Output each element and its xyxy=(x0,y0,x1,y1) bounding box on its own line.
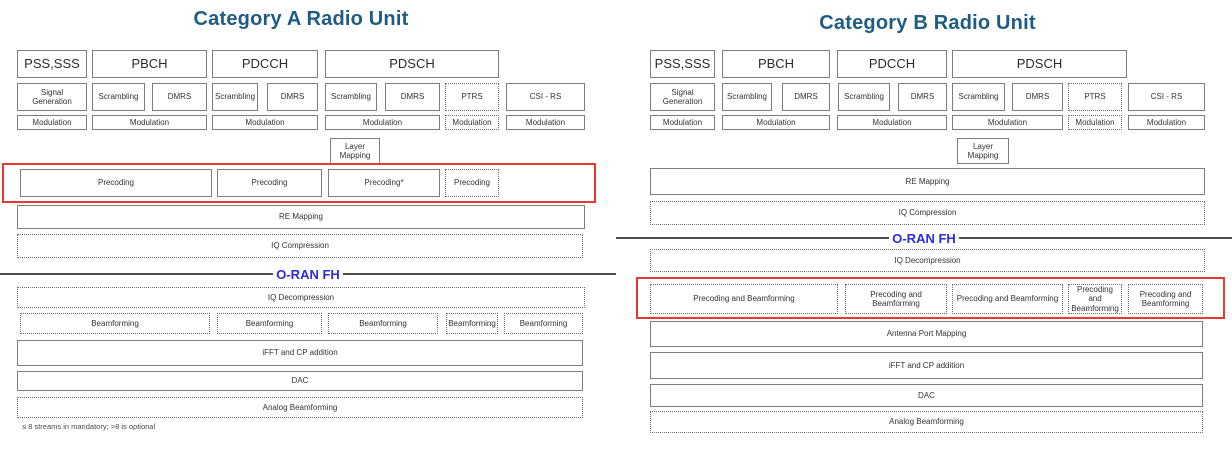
b-block-re-mapping: RE Mapping xyxy=(650,168,1205,195)
a-block-layer-mapping: Layer Mapping xyxy=(330,138,380,164)
b-block-precoding-beamforming-5: Precoding and Beamforming xyxy=(1128,284,1203,314)
a-block-beamforming-5: Beamforming xyxy=(504,313,583,334)
b-block-analog-beamforming: Analog Beamforming xyxy=(650,411,1203,433)
a-block-analog-beamforming: Analog Beamforming xyxy=(17,397,583,418)
b-oran-fh-label: O-RAN FH xyxy=(892,230,956,246)
a-channel-pdcch: PDCCH xyxy=(212,50,318,78)
b-block-scrambling-pbch: Scrambling xyxy=(722,83,772,111)
b-block-iq-decompression: IQ Decompression xyxy=(650,249,1205,272)
a-block-beamforming-1: Beamforming xyxy=(20,313,210,334)
a-block-precoding-2: Precoding xyxy=(217,169,322,197)
diagram-a-title: Category A Radio Unit xyxy=(193,8,409,30)
b-block-modulation-3: Modulation xyxy=(837,115,947,130)
b-block-ifft-cp: iFFT and CP addition xyxy=(650,352,1203,379)
a-precoding-highlight-box xyxy=(2,163,596,203)
a-block-iq-decompression: IQ Decompression xyxy=(17,287,585,308)
a-block-csi-rs: CSI - RS xyxy=(506,83,585,111)
a-block-dmrs-pdcch: DMRS xyxy=(267,83,318,111)
b-block-signal-generation: Signal Generation xyxy=(650,83,715,111)
b-precoding-beamforming-highlight-box xyxy=(636,277,1225,319)
a-block-precoding-3: Precoding* xyxy=(328,169,440,197)
b-channel-pdcch: PDCCH xyxy=(837,50,947,78)
a-footnote: ≤ 8 streams in mandatory; >8 is optional xyxy=(22,422,156,431)
b-block-modulation-1: Modulation xyxy=(650,115,715,130)
b-block-scrambling-pdsch: Scrambling xyxy=(952,83,1005,111)
a-block-ifft-cp: iFFT and CP addition xyxy=(17,340,583,366)
b-block-ptrs: PTRS xyxy=(1068,83,1122,111)
b-block-csi-rs: CSI - RS xyxy=(1128,83,1205,111)
a-block-scrambling-pdsch: Scrambling xyxy=(325,83,377,111)
a-block-beamforming-2: Beamforming xyxy=(217,313,322,334)
b-block-precoding-beamforming-1: Precoding and Beamforming xyxy=(650,284,838,314)
b-block-dmrs-pbch: DMRS xyxy=(782,83,830,111)
a-block-modulation-3: Modulation xyxy=(212,115,318,130)
b-block-antenna-port-mapping: Antenna Port Mapping xyxy=(650,321,1203,347)
a-block-beamforming-3: Beamforming xyxy=(328,313,438,334)
a-block-ptrs: PTRS xyxy=(445,83,499,111)
a-oran-fh-divider: O-RAN FH xyxy=(0,266,617,282)
a-block-iq-compression: IQ Compression xyxy=(17,234,583,258)
b-block-modulation-2: Modulation xyxy=(722,115,830,130)
b-block-modulation-4: Modulation xyxy=(952,115,1063,130)
b-block-dac: DAC xyxy=(650,384,1203,407)
a-block-modulation-2: Modulation xyxy=(92,115,207,130)
b-oran-fh-line-right xyxy=(958,237,1232,239)
b-block-precoding-beamforming-4: Precoding and Beamforming xyxy=(1068,284,1122,314)
b-channel-pbch: PBCH xyxy=(722,50,830,78)
b-channel-pdsch: PDSCH xyxy=(952,50,1127,78)
a-channel-pbch: PBCH xyxy=(92,50,207,78)
b-block-dmrs-pdcch: DMRS xyxy=(898,83,947,111)
diagram-b-title: Category B Radio Unit xyxy=(819,12,1036,34)
a-block-modulation-ptrs: Modulation xyxy=(445,115,499,130)
b-block-precoding-beamforming-2: Precoding and Beamforming xyxy=(845,284,947,314)
b-block-scrambling-pdcch: Scrambling xyxy=(838,83,890,111)
a-block-scrambling-pbch: Scrambling xyxy=(92,83,145,111)
b-block-layer-mapping: Layer Mapping xyxy=(957,138,1009,164)
a-block-precoding-4: Precoding xyxy=(445,169,499,197)
a-block-dmrs-pbch: DMRS xyxy=(152,83,207,111)
a-channel-pss-sss: PSS,SSS xyxy=(17,50,87,78)
b-block-modulation-ptrs: Modulation xyxy=(1068,115,1122,130)
a-block-precoding-1: Precoding xyxy=(20,169,212,197)
b-channel-pss-sss: PSS,SSS xyxy=(650,50,715,78)
a-block-modulation-csi: Modulation xyxy=(506,115,585,130)
b-oran-fh-line-left xyxy=(616,237,890,239)
a-block-modulation-1: Modulation xyxy=(17,115,87,130)
a-oran-fh-line-left xyxy=(0,273,274,275)
b-oran-fh-divider: O-RAN FH xyxy=(616,230,1232,246)
a-block-scrambling-pdcch: Scrambling xyxy=(212,83,258,111)
a-block-re-mapping: RE Mapping xyxy=(17,205,585,229)
a-block-dmrs-pdsch: DMRS xyxy=(385,83,440,111)
a-channel-pdsch: PDSCH xyxy=(325,50,499,78)
a-block-dac: DAC xyxy=(17,371,583,391)
b-block-precoding-beamforming-3: Precoding and Beamforming xyxy=(952,284,1063,314)
a-oran-fh-line-right xyxy=(342,273,617,275)
b-block-iq-compression: IQ Compression xyxy=(650,201,1205,225)
b-block-modulation-csi: Modulation xyxy=(1128,115,1205,130)
a-block-signal-generation: Signal Generation xyxy=(17,83,87,111)
a-block-beamforming-4: Beamforming xyxy=(446,313,498,334)
b-block-dmrs-pdsch: DMRS xyxy=(1012,83,1063,111)
a-oran-fh-label: O-RAN FH xyxy=(276,266,340,282)
a-block-modulation-4: Modulation xyxy=(325,115,440,130)
